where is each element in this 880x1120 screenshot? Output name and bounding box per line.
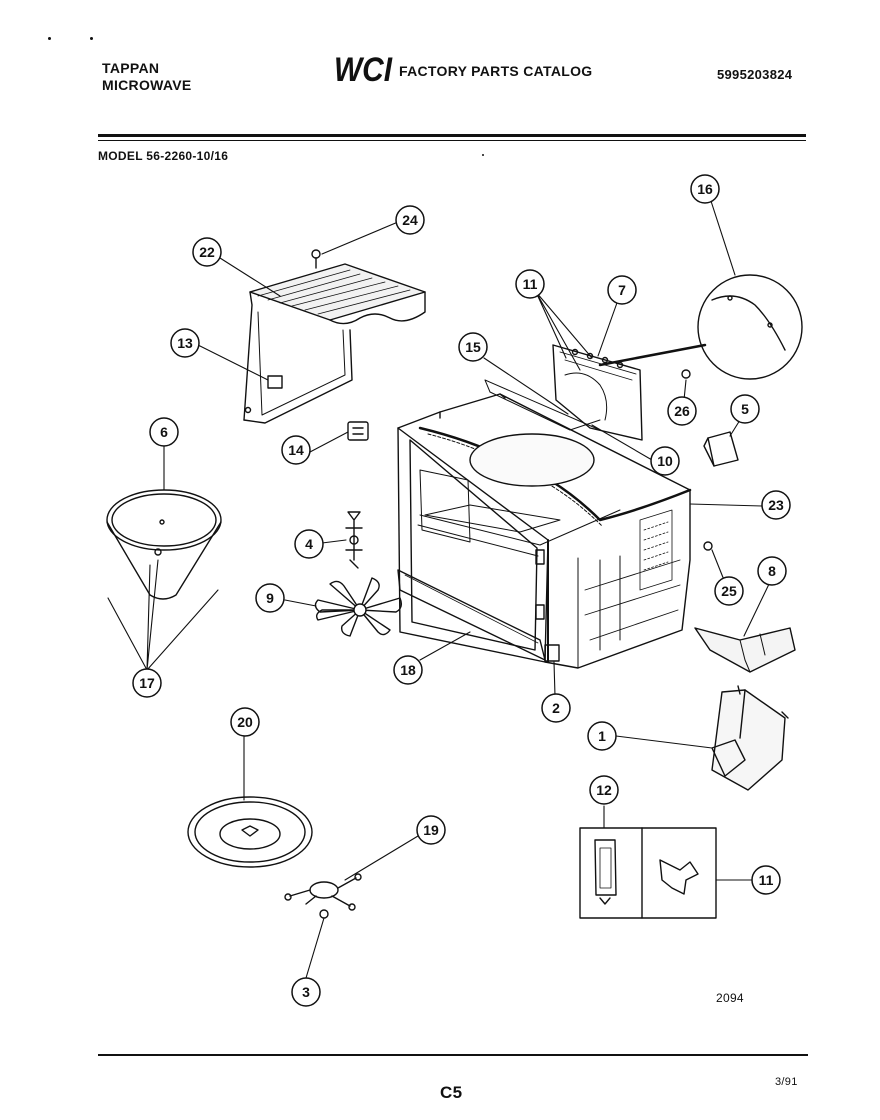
part-turntable-20 xyxy=(187,796,313,868)
callout-20: 20 xyxy=(237,714,253,730)
callout-18: 18 xyxy=(400,662,416,678)
callout-2: 2 xyxy=(552,700,560,716)
part-bracket-7 xyxy=(552,343,707,441)
callout-15: 15 xyxy=(465,339,481,355)
part-top-cover xyxy=(243,263,426,424)
callout-6: 6 xyxy=(160,424,168,440)
header-rule-thick xyxy=(98,134,806,137)
callout-12: 12 xyxy=(596,782,612,798)
drawing-number: 2094 xyxy=(716,991,744,1005)
part-screw-26 xyxy=(681,369,691,379)
part-screw-25 xyxy=(703,541,713,551)
brand-block: TAPPAN MICROWAVE xyxy=(102,60,192,94)
product-type: MICROWAVE xyxy=(102,77,192,93)
callout-22: 22 xyxy=(199,244,215,260)
part-fan-blade xyxy=(314,577,403,637)
callout-24: 24 xyxy=(402,212,418,228)
callout-11: 11 xyxy=(523,276,538,292)
callout-circles xyxy=(132,174,791,1007)
callout-14: 14 xyxy=(288,442,304,458)
header-rule-thin xyxy=(98,140,806,141)
callout-19: 19 xyxy=(423,822,439,838)
callout-5: 5 xyxy=(741,401,749,417)
callout-10: 10 xyxy=(657,453,673,469)
catalog-title: FACTORY PARTS CATALOG xyxy=(399,63,593,79)
revision-date: 3/91 xyxy=(775,1076,798,1088)
model-number: MODEL 56-2260-10/16 xyxy=(98,149,229,163)
callout-1: 1 xyxy=(598,728,606,744)
brand-name: TAPPAN xyxy=(102,60,160,76)
part-coupler-3 xyxy=(319,909,329,919)
part-latch-2 xyxy=(544,644,560,662)
leader-lines xyxy=(107,197,771,979)
callout-8: 8 xyxy=(768,563,776,579)
callout-11-detail: 11 xyxy=(759,872,774,888)
part-oven-chassis xyxy=(397,379,692,669)
part-duct-8 xyxy=(694,627,796,673)
part-stirrer-ring xyxy=(106,489,222,600)
callout-4: 4 xyxy=(305,536,313,552)
part-bracket-5 xyxy=(703,431,739,467)
catalog-part-number: 5995203824 xyxy=(717,67,793,82)
part-detail-box xyxy=(579,827,717,919)
callout-numbers: 24 22 13 6 14 17 4 9 18 2 16 11 7 15 26 … xyxy=(139,181,784,1000)
callout-13: 13 xyxy=(177,335,193,351)
callout-7: 7 xyxy=(618,282,626,298)
callout-23: 23 xyxy=(768,497,784,513)
part-air-guide-1 xyxy=(711,685,789,791)
wci-logo: WCI xyxy=(334,51,393,86)
part-screw-24 xyxy=(311,249,321,269)
footer-rule xyxy=(98,1054,808,1056)
logo-text: WCI xyxy=(334,51,393,86)
page-label: C5 xyxy=(440,1083,463,1102)
callout-3: 3 xyxy=(302,984,310,1000)
callout-26: 26 xyxy=(674,403,690,419)
part-wire-detail xyxy=(697,274,803,380)
callout-25: 25 xyxy=(721,583,737,599)
part-roller-19 xyxy=(284,873,362,911)
part-motor-4 xyxy=(345,511,363,569)
callout-9: 9 xyxy=(266,590,274,606)
callout-17: 17 xyxy=(139,675,155,691)
callout-16: 16 xyxy=(697,181,713,197)
part-clip-14 xyxy=(347,421,369,441)
